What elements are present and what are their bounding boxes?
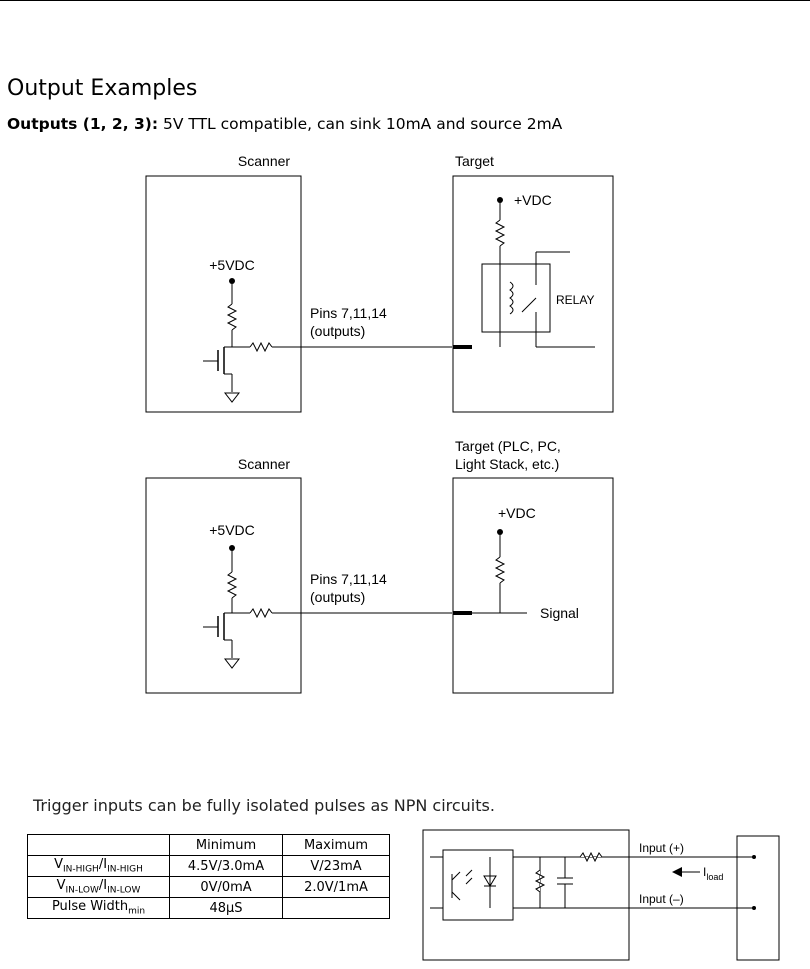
target-label-2a: Target (PLC, PC, <box>455 438 561 454</box>
row-label: VIN-LOW/IIN-LOW <box>27 876 170 898</box>
section-heading: Output Examples <box>7 76 198 101</box>
relay-label: RELAY <box>556 293 594 307</box>
mosfet-icon-2 <box>203 612 233 658</box>
pullup-resistor-icon-2 <box>226 571 238 599</box>
outputs-pins-label-2: (outputs) <box>310 589 365 605</box>
relay-box <box>481 263 551 333</box>
table-row: VIN-LOW/IIN-LOW 0V/0mA 2.0V/1mA <box>27 876 390 898</box>
target-label: Target <box>455 153 494 169</box>
led-icon <box>483 875 497 887</box>
vdc-label: +VDC <box>514 192 552 208</box>
supply-label-2: +5VDC <box>209 522 255 538</box>
table-header-cell: Maximum <box>282 834 390 856</box>
pullup-resistor-icon-3 <box>494 556 506 584</box>
iload-label: Iload <box>703 865 723 882</box>
optocoupler-box <box>442 849 514 921</box>
relay-coil-icon <box>509 281 514 315</box>
scanner-box-2 <box>145 477 302 694</box>
signal-label: Signal <box>540 605 579 621</box>
pullup-resistor-icon <box>226 303 238 331</box>
outputs-pins-label: (outputs) <box>310 323 365 339</box>
row-min: 4.5V/3.0mA <box>169 855 283 877</box>
input-plus-label: Input (+) <box>639 841 684 855</box>
shunt-resistor-icon <box>534 869 546 893</box>
supply-label: +5VDC <box>209 257 255 273</box>
trigger-text: Trigger inputs can be fully isolated pul… <box>33 796 495 815</box>
row-min: 48µS <box>169 897 283 919</box>
ground-icon-2 <box>223 658 241 669</box>
ground-icon <box>223 392 241 403</box>
pins-label-2: Pins 7,11,14 <box>310 571 387 587</box>
table-row: VIN-HIGH/IIN-HIGH 4.5V/3.0mA V/23mA <box>27 855 390 877</box>
row-max <box>282 897 390 919</box>
trigger-input-diagram: Input (+) Input (–) Iload <box>422 829 780 961</box>
input-minus-label: Input (–) <box>639 892 684 906</box>
table-header-cell: Minimum <box>169 834 283 856</box>
row-max: 2.0V/1mA <box>282 876 390 898</box>
input-resistor-icon <box>579 851 603 863</box>
pins-label: Pins 7,11,14 <box>310 305 387 321</box>
target-box-2 <box>452 477 614 694</box>
series-resistor-icon <box>249 341 273 353</box>
external-source-box <box>736 835 780 961</box>
table-row: Pulse Widthmin 48µS <box>27 897 390 919</box>
target-label-2b: Light Stack, etc.) <box>455 456 559 472</box>
scanner-box <box>145 175 302 413</box>
relay-output-diagram: Scanner Target +5VDC Pins 7,11,14 (outpu… <box>145 153 614 413</box>
table-header-row: Minimum Maximum <box>27 834 390 856</box>
scanner-label-2: Scanner <box>238 456 290 472</box>
row-max: V/23mA <box>282 855 390 877</box>
outputs-label: Outputs (1, 2, 3): <box>7 115 159 133</box>
signal-output-diagram: Scanner Target (PLC, PC, Light Stack, et… <box>145 438 614 694</box>
light-arrow-icon <box>465 869 473 877</box>
outputs-spec: Outputs (1, 2, 3): 5V TTL compatible, ca… <box>7 115 562 133</box>
scanner-label: Scanner <box>238 153 290 169</box>
outputs-text: 5V TTL compatible, can sink 10mA and sou… <box>158 115 563 133</box>
row-min: 0V/0mA <box>169 876 283 898</box>
table-header-cell <box>27 834 170 856</box>
input-module-box <box>422 829 630 961</box>
top-rule <box>0 0 810 1</box>
mosfet-icon <box>203 346 233 392</box>
series-resistor-icon-2 <box>249 607 273 619</box>
target-box <box>452 175 614 413</box>
row-label: VIN-HIGH/IIN-HIGH <box>27 855 170 877</box>
relay-switch-icon <box>521 297 537 313</box>
row-label: Pulse Widthmin <box>27 897 170 919</box>
trigger-spec-table: Minimum Maximum VIN-HIGH/IIN-HIGH 4.5V/3… <box>27 834 390 919</box>
relay-resistor-icon <box>494 219 506 247</box>
vdc-label-2: +VDC <box>498 505 536 521</box>
